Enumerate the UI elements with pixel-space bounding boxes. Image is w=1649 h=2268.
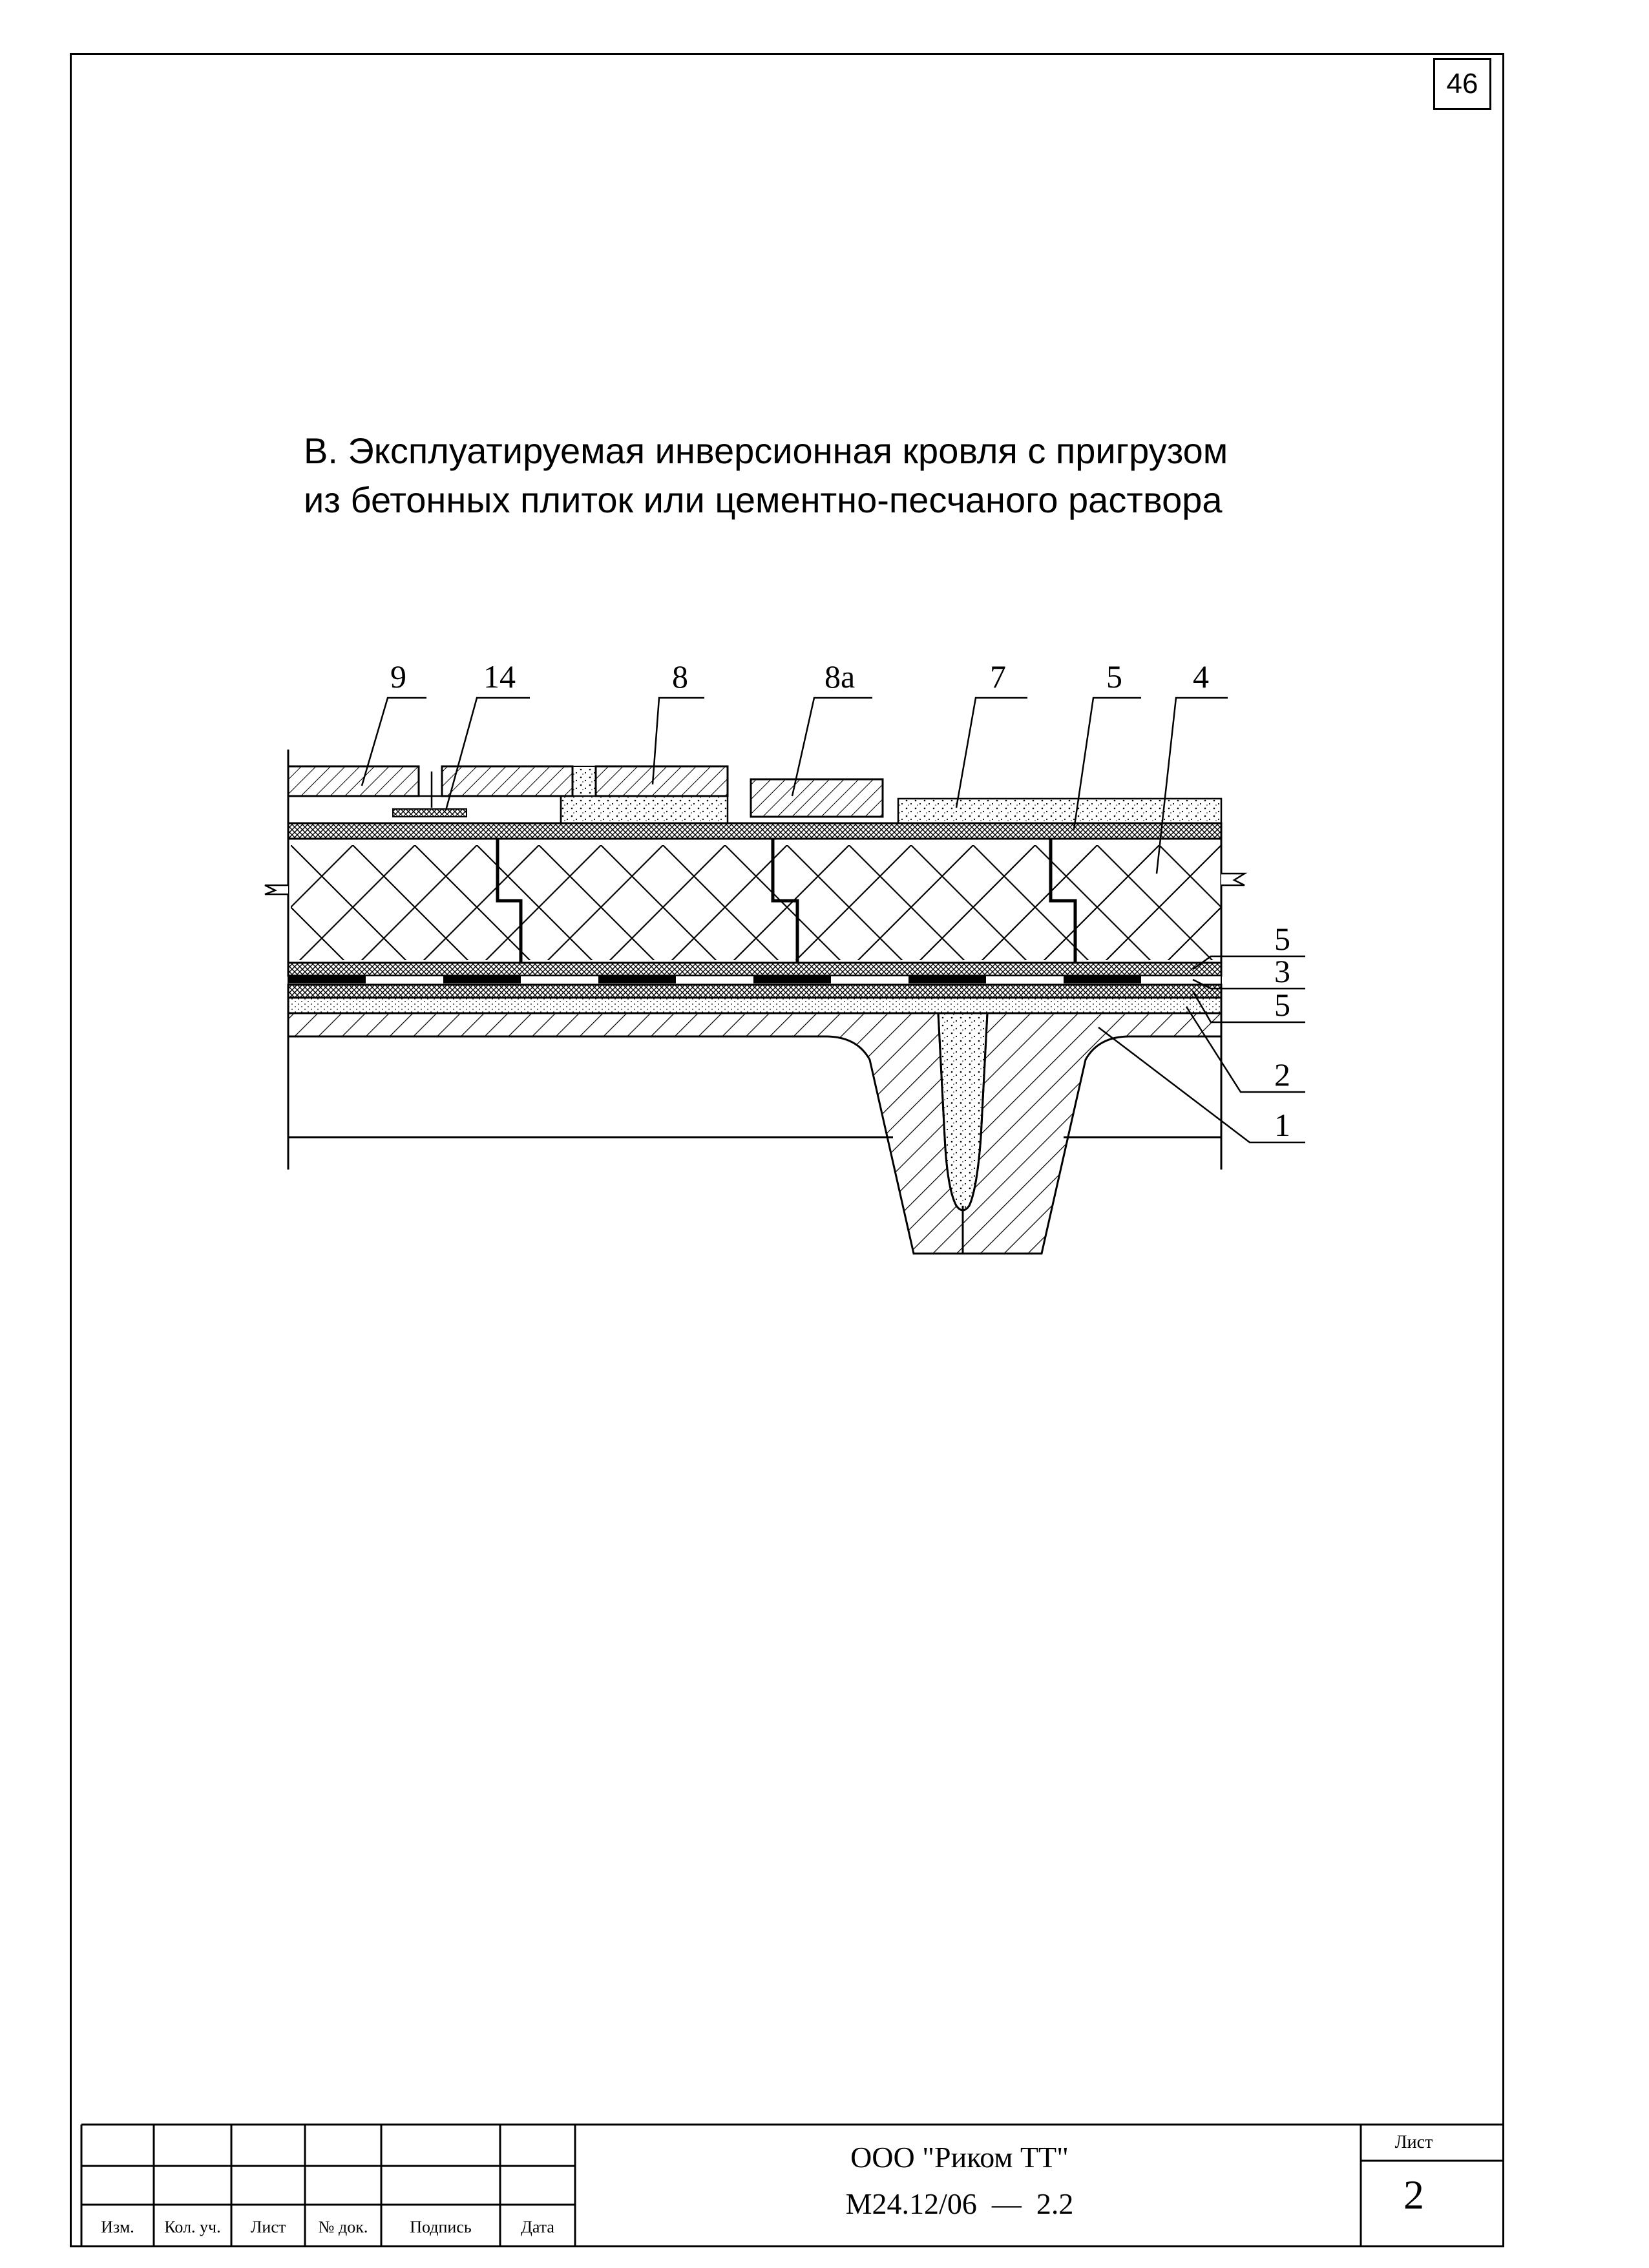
title-line-2: из бетонных плиток или цементно-песчаног… xyxy=(304,479,1223,520)
callout-5-top: 5 xyxy=(1106,658,1122,695)
page-number: 46 xyxy=(1433,58,1491,110)
callout-7: 7 xyxy=(990,658,1006,695)
tile-9 xyxy=(287,765,420,797)
stamp-header-kol: Кол. уч. xyxy=(164,2218,221,2236)
stamp-organization: ООО "Риком ТТ" xyxy=(850,2141,1069,2174)
drawing-frame xyxy=(70,53,1504,2247)
slab-1 xyxy=(287,1012,1223,1255)
callout-5-a: 5 xyxy=(1274,921,1290,957)
callout-14: 14 xyxy=(483,658,516,695)
callout-5-b: 5 xyxy=(1274,987,1290,1023)
callout-9: 9 xyxy=(390,658,406,695)
geotextile-5-top xyxy=(287,822,1223,840)
sand-bed xyxy=(560,795,729,824)
pad-14 xyxy=(392,808,467,817)
stamp-sheet-label: Лист xyxy=(1394,2132,1433,2152)
insulation-4 xyxy=(264,837,1248,964)
callout-3: 3 xyxy=(1274,953,1290,989)
stamp-sheet-value: 2 xyxy=(1403,2172,1424,2218)
top-elements xyxy=(287,750,1223,824)
tile-8a xyxy=(750,778,884,818)
screed-7 xyxy=(897,797,1223,824)
callout-8a: 8а xyxy=(824,658,856,695)
callout-8: 8 xyxy=(672,658,688,695)
callout-2: 2 xyxy=(1274,1056,1290,1093)
waterproofing-stack xyxy=(287,961,1223,1014)
stamp-header-list: Лист xyxy=(250,2218,286,2236)
stamp-header-doc: № док. xyxy=(318,2218,368,2236)
stamp-document-number: М24.12/06 — 2.2 xyxy=(845,2187,1074,2220)
leader-lines xyxy=(361,697,1305,1144)
title-line-1: В. Эксплуатируемая инверсионная кровля с… xyxy=(304,430,1228,471)
drawing-title: В. Эксплуатируемая инверсионная кровля с… xyxy=(304,426,1350,525)
stamp-header-izm: Изм. xyxy=(101,2218,134,2236)
stamp-header-sign: Подпись xyxy=(410,2218,472,2236)
stamp-header-date: Дата xyxy=(521,2218,554,2236)
callout-4: 4 xyxy=(1193,658,1209,695)
callout-1: 1 xyxy=(1274,1107,1290,1143)
